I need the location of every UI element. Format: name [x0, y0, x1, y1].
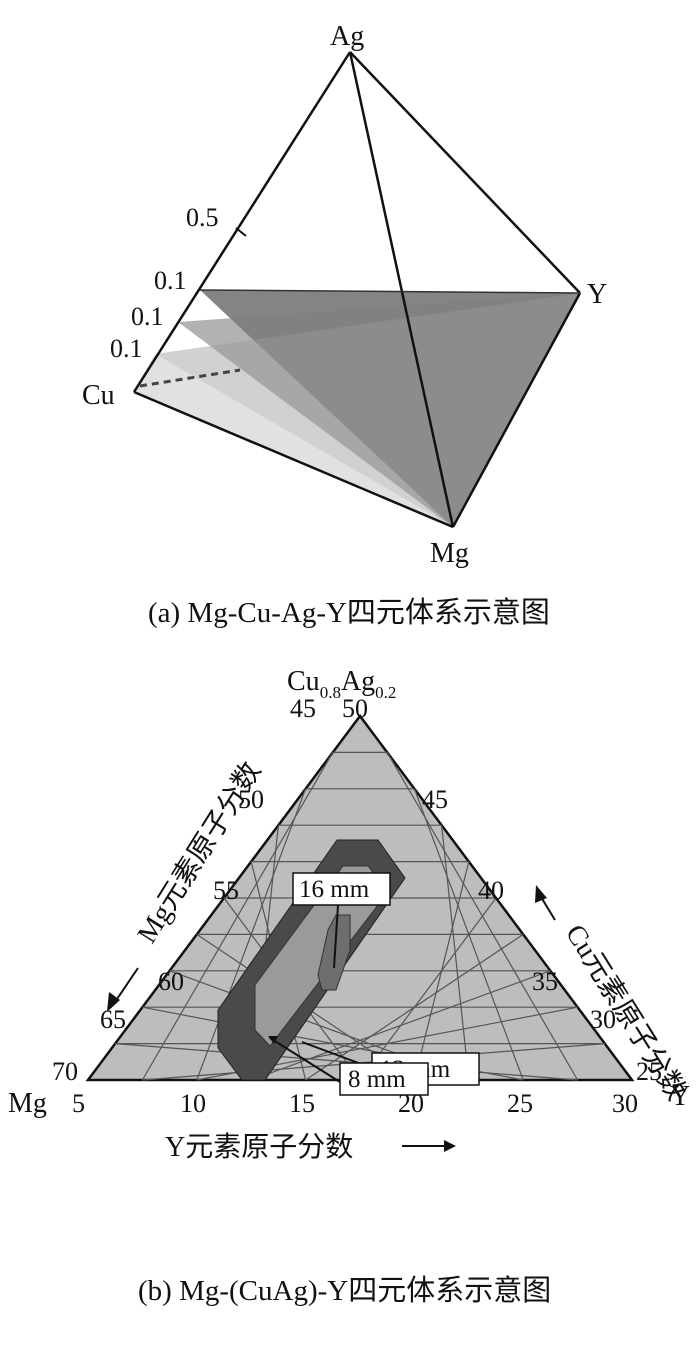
plane-base-shade: [134, 354, 453, 527]
region-12mm: [254, 865, 389, 1047]
vertex-cuag-label: Cu0.8Ag0.2: [287, 666, 396, 702]
panel-b-ternary: 16 mm 12 mm 8 mm Cu0.8Ag0.2 Mg Y 5 10 15…: [8, 666, 693, 1307]
edge-cu-mg: [133, 390, 454, 529]
axis-arrow-right-head: [535, 885, 547, 903]
edge-label-0-1-low: 0.1: [110, 334, 143, 363]
tick-left-60: 60: [158, 967, 184, 996]
axis-arrow-bottom-head: [444, 1140, 456, 1152]
pointer-8mm: [269, 1037, 341, 1083]
edge-ag-mg: [348, 51, 455, 528]
edge-cu-y-hidden: [139, 368, 241, 388]
grid-line: [386, 752, 579, 1081]
edge-ag-cu: [132, 51, 352, 393]
tick-left-65: 65: [100, 1005, 126, 1034]
tick-bottom-20: 20: [398, 1089, 424, 1118]
grid-line: [359, 897, 497, 1081]
tick-right-25: 25: [636, 1057, 662, 1086]
edge-ag-y: [349, 51, 581, 294]
plane-bottom: [155, 293, 580, 527]
panel-a-tetrahedron: Ag Y Cu Mg 0.5 0.1 0.1 0.1 (a) Mg-Cu-Ag-…: [82, 21, 607, 629]
vertex-ag-label: Ag: [330, 21, 364, 52]
tick-left-70: 70: [52, 1057, 78, 1086]
edge-label-0-5: 0.5: [186, 203, 219, 232]
vertex-mg-label: Mg: [430, 538, 469, 569]
plane-middle: [178, 293, 580, 527]
tick-left-55: 55: [213, 876, 239, 905]
pointer-16mm: [333, 904, 339, 969]
plane-top-edge: [199, 289, 581, 294]
caption-b: (b) Mg-(CuAg)-Y四元体系示意图: [138, 1274, 551, 1307]
caption-a: (a) Mg-Cu-Ag-Y四元体系示意图: [148, 596, 550, 629]
edge-y-mg: [451, 292, 582, 528]
tick-0-5: [235, 227, 247, 237]
edge-label-0-1-mid: 0.1: [131, 302, 164, 331]
grid-line: [413, 788, 524, 1081]
tick-bottom-30: 30: [612, 1089, 638, 1118]
tick-bottom-5: 5: [72, 1089, 85, 1118]
vertex-mg-corner: Mg: [8, 1088, 47, 1119]
tick-bottom-10: 10: [180, 1089, 206, 1118]
callout-8mm: 8 mm: [348, 1066, 406, 1093]
tick-right-45: 45: [422, 785, 448, 814]
tick-left-50: 50: [238, 785, 264, 814]
grid-line: [115, 1043, 578, 1081]
vertex-cu-label: Cu: [82, 380, 115, 411]
callout-8mm-box: [339, 1062, 429, 1096]
axis-arrow-left: [114, 967, 139, 1003]
grid-line: [441, 825, 470, 1081]
tick-bottom-15: 15: [289, 1089, 315, 1118]
tick-right-40: 40: [478, 876, 504, 905]
tick-right-35: 35: [532, 967, 558, 996]
ternary-grid: [115, 751, 605, 1081]
axis-arrow-right: [540, 896, 556, 921]
callout-16mm: 16 mm: [299, 876, 370, 903]
edge-label-0-1-top: 0.1: [154, 266, 187, 295]
tick-right-30: 30: [590, 1005, 616, 1034]
callout-16mm-box: [292, 872, 391, 906]
tick-right-50: 50: [342, 694, 368, 723]
vertex-y-label: Y: [587, 279, 607, 310]
axis-title-bottom: Y元素原子分数: [165, 1131, 353, 1163]
tick-left-45: 45: [290, 694, 316, 723]
tick-bottom-25: 25: [507, 1089, 533, 1118]
pointer-8mm-head: [268, 1036, 278, 1044]
vertex-y-corner: Y: [670, 1081, 690, 1112]
axis-arrow-left-head: [107, 992, 120, 1012]
